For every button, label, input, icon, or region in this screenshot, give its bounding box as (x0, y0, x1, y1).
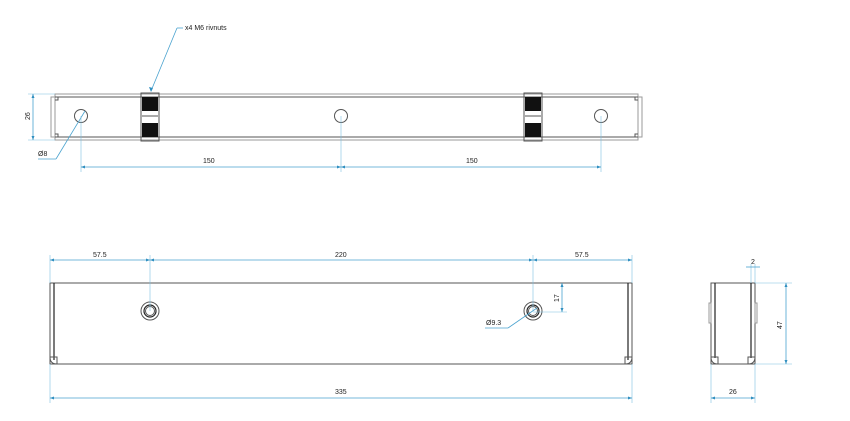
top-view-height-label: 26 (25, 112, 32, 120)
front-view-outline (49, 282, 633, 365)
top-view-span-dimensions: 150 150 (80, 116, 602, 172)
front-hole-diameter-label: Ø9.3 (486, 320, 501, 327)
side-view: 2 47 26 (708, 259, 792, 403)
front-view-top-dimensions: 57.5 220 57.5 (49, 252, 633, 311)
top-view: x4 M6 rivnuts 26 Ø8 150 (25, 25, 643, 172)
front-overall-length-dimension: 335 (49, 364, 633, 403)
rivnut-callout: x4 M6 rivnuts (149, 25, 227, 92)
top-left-span-label: 150 (203, 158, 215, 165)
top-view-height-dimension: 26 (25, 93, 55, 141)
front-view: 57.5 220 57.5 17 Ø9.3 335 (49, 252, 633, 403)
top-view-right-flange (637, 96, 643, 138)
front-hole-height-dimension: 17 (533, 283, 567, 313)
side-height-label: 47 (777, 321, 784, 329)
rivnut-right (523, 92, 543, 142)
side-wall-thickness-dimension: 2 (746, 259, 760, 283)
front-overall-length-label: 335 (335, 389, 347, 396)
top-view-left-flange (50, 96, 56, 138)
top-hole-diameter-callout: Ø8 (38, 110, 86, 160)
front-hole-diameter-callout: Ø9.3 (485, 307, 538, 329)
side-width-dimension: 26 (710, 364, 756, 403)
top-view-right-corner-marks (634, 96, 638, 138)
rivnut-callout-label: x4 M6 rivnuts (185, 25, 227, 32)
side-view-outline (710, 282, 756, 365)
side-height-dimension: 47 (755, 282, 792, 365)
side-view-left-bend (710, 356, 719, 365)
side-view-left-rivnut (708, 302, 712, 324)
top-right-span-label: 150 (466, 158, 478, 165)
front-left-offset-label: 57.5 (93, 252, 107, 259)
side-view-right-bend (747, 356, 756, 365)
front-hole-spacing-label: 220 (335, 252, 347, 259)
side-view-right-rivnut (754, 302, 758, 324)
front-right-offset-label: 57.5 (575, 252, 589, 259)
front-view-right-bend (624, 356, 633, 365)
side-wall-thickness-label: 2 (751, 259, 755, 266)
rivnut-left (140, 92, 160, 142)
top-view-left-corner-marks (55, 96, 59, 138)
front-hole-height-label: 17 (554, 294, 561, 302)
top-hole-diameter-label: Ø8 (38, 151, 47, 158)
front-view-left-bend (49, 356, 58, 365)
side-width-label: 26 (729, 389, 737, 396)
